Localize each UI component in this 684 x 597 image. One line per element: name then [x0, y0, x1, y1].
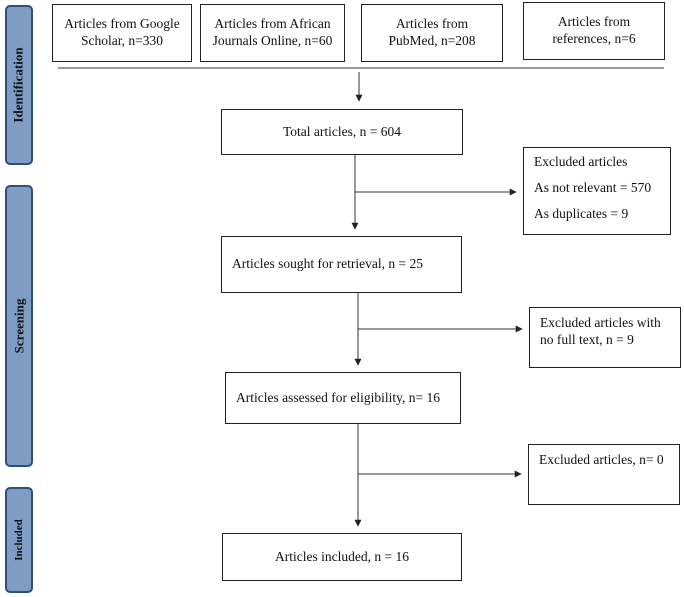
- sought-for-retrieval-box: Articles sought for retrieval, n = 25: [221, 236, 462, 293]
- excluded-2-label: Excluded articles with no full text, n =…: [540, 315, 661, 347]
- source-google-scholar-label: Articles from Google Scholar, n=330: [64, 16, 180, 48]
- excluded-box-1: Excluded articles As not relevant = 570 …: [523, 147, 671, 235]
- source-references: Articles from references, n=6: [523, 2, 665, 60]
- articles-included-box: Articles included, n = 16: [222, 533, 462, 581]
- source-references-label: Articles from references, n=6: [552, 14, 636, 46]
- sought-for-retrieval-label: Articles sought for retrieval, n = 25: [232, 256, 423, 272]
- total-articles-label: Total articles, n = 604: [282, 123, 401, 139]
- source-pubmed: Articles from PubMed, n=208: [361, 4, 503, 62]
- assessed-for-eligibility-box: Articles assessed for eligibility, n= 16: [225, 372, 461, 424]
- excluded-1-duplicates: As duplicates = 9: [534, 205, 629, 221]
- articles-included-label: Articles included, n = 16: [275, 548, 409, 564]
- phase-screening: Screening: [5, 185, 33, 467]
- excluded-1-not-relevant: As not relevant = 570: [534, 179, 652, 195]
- source-african-journals: Articles from African Journals Online, n…: [200, 4, 345, 62]
- source-pubmed-label: Articles from PubMed, n=208: [388, 16, 476, 48]
- total-articles-box: Total articles, n = 604: [221, 109, 463, 155]
- assessed-for-eligibility-label: Articles assessed for eligibility, n= 16: [236, 389, 440, 405]
- excluded-3-label: Excluded articles, n= 0: [539, 452, 664, 467]
- source-african-journals-label: Articles from African Journals Online, n…: [212, 16, 333, 48]
- source-google-scholar: Articles from Google Scholar, n=330: [52, 4, 192, 62]
- excluded-box-3: Excluded articles, n= 0: [528, 444, 680, 505]
- phase-included: Included: [5, 487, 33, 593]
- phase-identification: Identification: [5, 5, 33, 165]
- excluded-box-2: Excluded articles with no full text, n =…: [529, 307, 681, 368]
- excluded-1-title: Excluded articles: [534, 154, 628, 169]
